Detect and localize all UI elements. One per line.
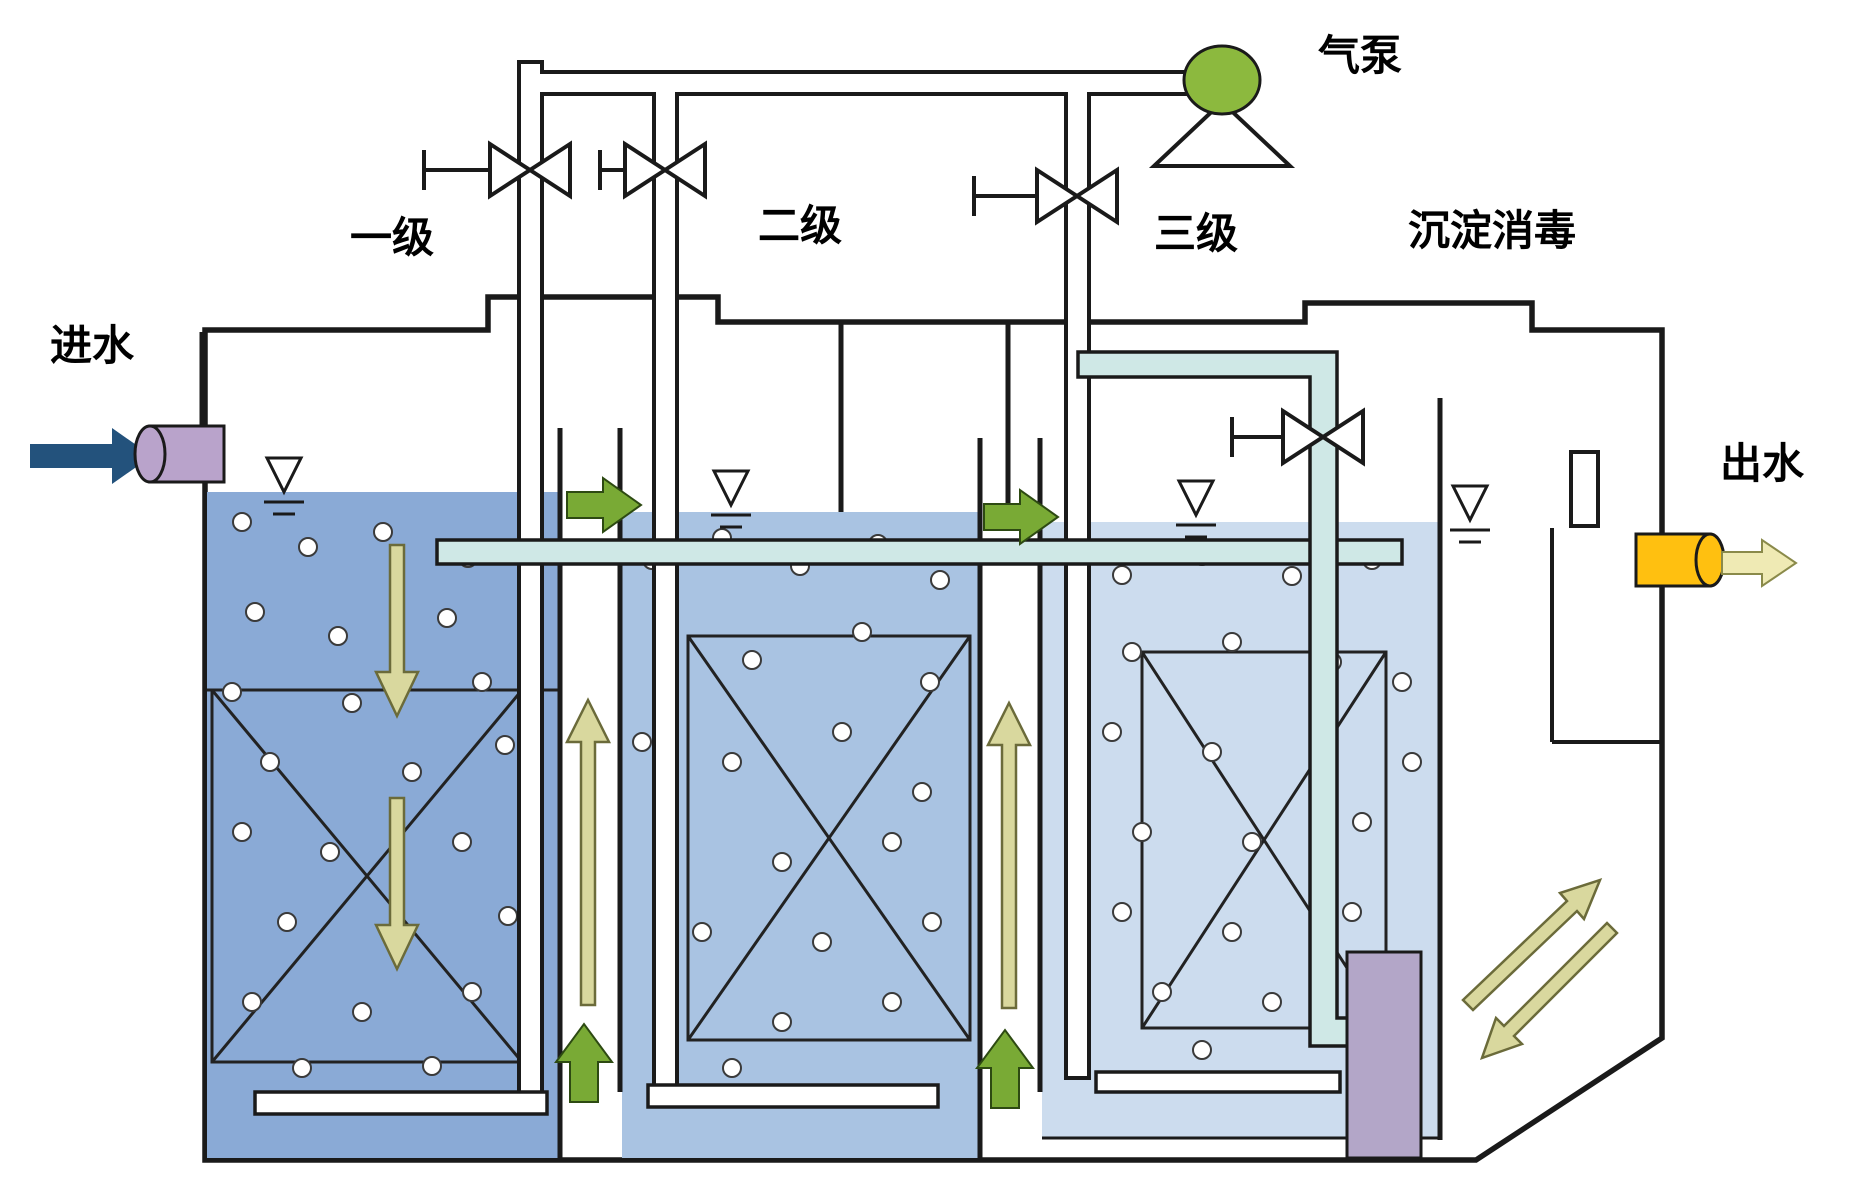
transfer-arrow-top-1 [566, 476, 643, 534]
transfer-arrow-bottom-1 [554, 1022, 614, 1103]
valve-1 [422, 140, 572, 200]
outlet-fitting-cap [1694, 532, 1726, 588]
label-settling: 沉淀消毒 [1408, 206, 1576, 255]
air-pump-body [1182, 44, 1262, 116]
outlet-vent-stub [1569, 450, 1600, 528]
inlet-assembly [30, 332, 226, 484]
label-inlet: 进水 [50, 321, 135, 370]
outlet-arrow [1721, 538, 1798, 588]
settling-arrow-up-right [1461, 877, 1603, 1012]
air-drop-pipe-3 [1064, 92, 1091, 1080]
valve-4 [1230, 407, 1365, 467]
valve-2 [598, 140, 707, 200]
stage2-water [622, 512, 978, 1158]
upflow-arrow-2 [985, 700, 1033, 1010]
air-pump-stand [1148, 99, 1296, 168]
upflow-arrow-1 [564, 697, 612, 1007]
water-level-marker-1 [264, 456, 304, 516]
drain-box [1345, 950, 1423, 1160]
outlet-assembly [1550, 450, 1798, 744]
stage2-media-box [686, 634, 972, 1042]
stage3-diffuser-bar [1094, 1070, 1342, 1094]
stage1-diffuser-bar [253, 1090, 549, 1116]
settling-arrow-down-left [1479, 921, 1619, 1061]
label-stage-3: 三级 [1154, 209, 1238, 258]
air-main-pipe [539, 70, 1224, 96]
surface-transfer-pipe [435, 538, 1404, 566]
inlet-fitting-cap [133, 424, 167, 484]
label-stage-2: 二级 [758, 201, 842, 250]
water-level-marker-3 [1176, 479, 1216, 539]
stage2-diffuser-bar [646, 1083, 940, 1109]
transfer-arrow-top-2 [983, 488, 1060, 546]
label-air-pump: 气泵 [1318, 31, 1402, 80]
air-piping [517, 60, 1224, 1102]
downflow-arrow-2 [374, 796, 420, 972]
inlet-arrow [30, 428, 152, 484]
stage1-water [207, 492, 559, 1158]
transfer-arrow-bottom-2 [975, 1028, 1035, 1109]
water-level-marker-2 [711, 469, 751, 529]
water-level-marker-4 [1450, 484, 1490, 544]
downflow-arrow-1 [374, 543, 420, 719]
label-outlet: 出水 [1720, 439, 1805, 488]
air-drop-pipe-2 [652, 92, 679, 1092]
air-drop-pipe-1 [517, 60, 544, 1102]
label-stage-1: 一级 [350, 213, 434, 262]
air-pump [1148, 44, 1296, 168]
valve-3 [972, 166, 1119, 226]
